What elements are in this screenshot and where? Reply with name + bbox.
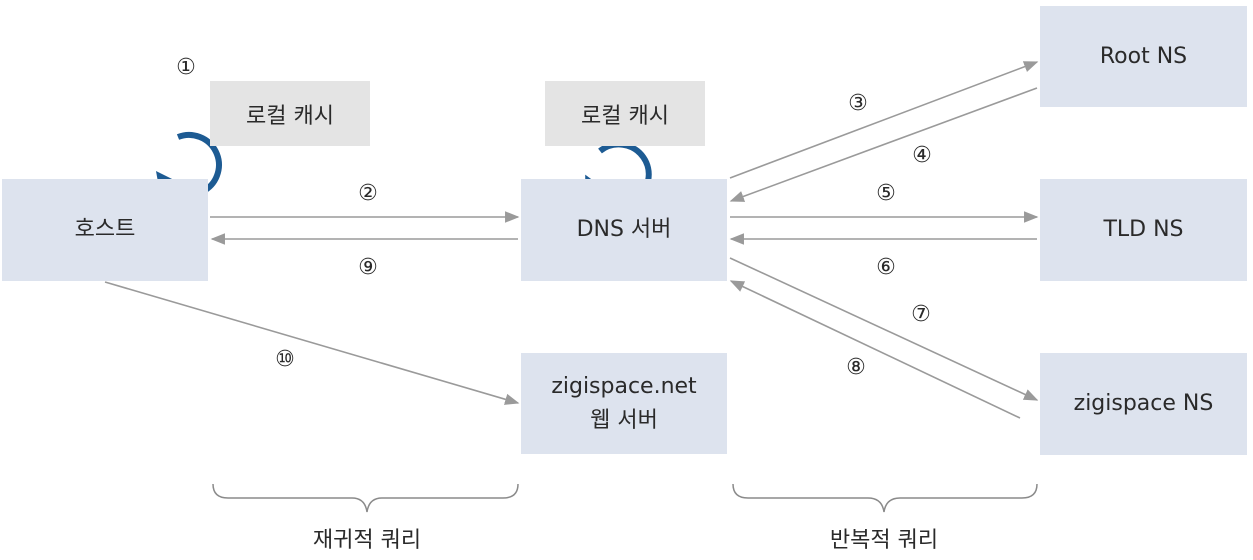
- zigispace-ns-node: zigispace NS: [1040, 353, 1247, 455]
- host-node: 호스트: [2, 179, 208, 281]
- step-5-label: ⑤: [876, 181, 896, 206]
- step-9-label: ⑨: [358, 255, 378, 280]
- arrow-step-3: [729, 61, 1039, 179]
- recursive-query-label: 재귀적 쿼리: [312, 528, 422, 553]
- host-local-cache-label: 로컬 캐시: [246, 103, 334, 129]
- host-node-label: 호스트: [74, 217, 136, 242]
- zigispace-ns-node-label: zigispace NS: [1073, 391, 1214, 416]
- step-3-label: ③: [848, 91, 868, 116]
- recursive-query-brace: [212, 483, 519, 513]
- iterative-query-label: 반복적 쿼리: [829, 528, 939, 553]
- step-2-label: ②: [358, 181, 378, 206]
- dns-server-node: DNS 서버: [521, 179, 727, 281]
- host-local-cache: 로컬 캐시: [210, 81, 370, 146]
- arrow-step-10: [104, 281, 520, 405]
- dns-server-node-label: DNS 서버: [576, 217, 672, 242]
- arrow-step-7: [729, 257, 1039, 401]
- dns-local-cache-label: 로컬 캐시: [581, 103, 669, 129]
- step-1-label: ①: [176, 55, 196, 80]
- step-7-label: ⑦: [911, 302, 931, 327]
- dns-local-cache: 로컬 캐시: [545, 81, 705, 146]
- step-8-label: ⑧: [846, 355, 866, 380]
- tld-ns-node-label: TLD NS: [1103, 217, 1184, 242]
- root-ns-node-label: Root NS: [1099, 43, 1188, 69]
- arrow-step-4: [729, 87, 1038, 202]
- web-server-node: zigispace.net 웹 서버: [521, 353, 727, 454]
- step-4-label: ④: [912, 143, 932, 168]
- step-6-label: ⑥: [876, 255, 896, 280]
- arrow-step-8: [729, 280, 1021, 419]
- web-server-node-label-1: zigispace.net: [551, 373, 697, 399]
- step-10-label: ⑩: [275, 347, 295, 372]
- iterative-query-brace: [732, 483, 1038, 513]
- tld-ns-node: TLD NS: [1040, 179, 1247, 281]
- root-ns-node: Root NS: [1040, 6, 1247, 107]
- web-server-node-label-2: 웹 서버: [590, 407, 658, 433]
